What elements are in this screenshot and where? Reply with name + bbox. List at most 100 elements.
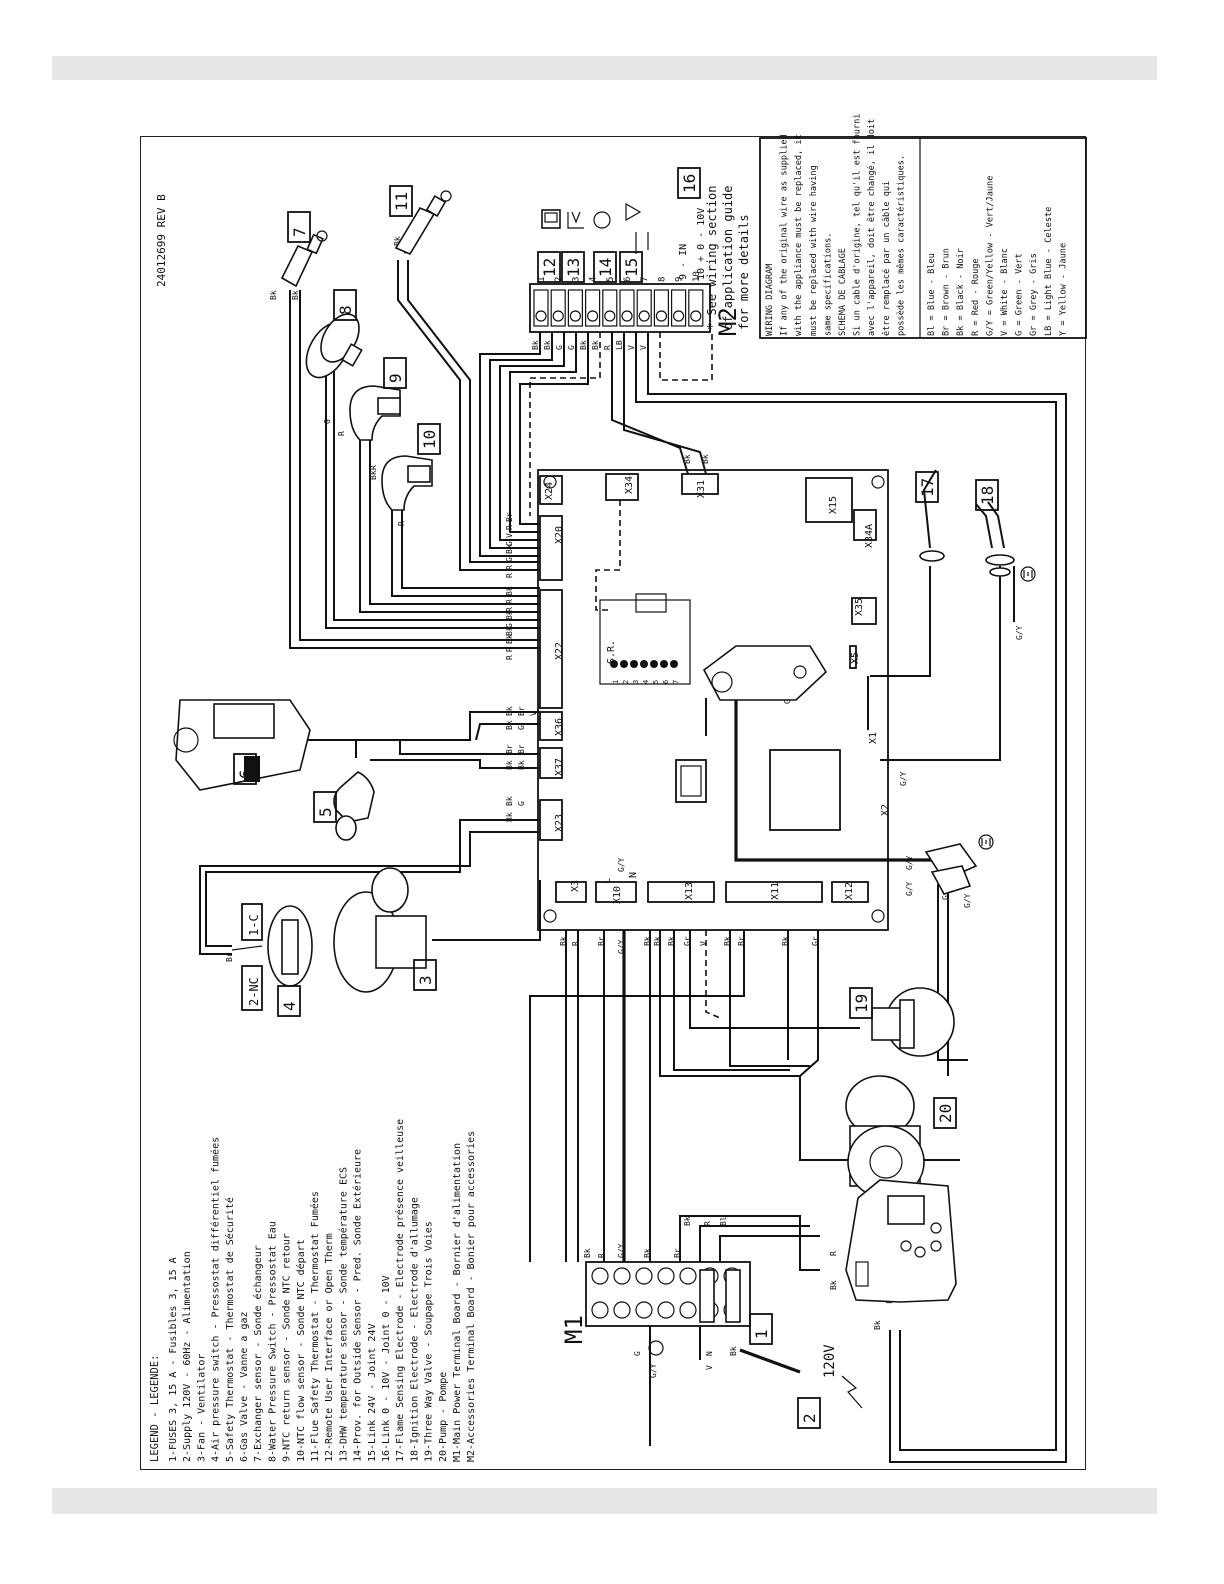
wire-label: G	[505, 623, 514, 628]
wire-label: Br	[505, 744, 514, 754]
legend-item: 18-Ignition Electrode - Electrode d'allu…	[409, 1197, 420, 1462]
wiring-note-line: Si un cable d'origine, tel qu'il est fou…	[853, 114, 863, 336]
legend-block: LEGEND - LEGENDE: 1-FUSES 3, 15 A - Fusi…	[149, 1119, 477, 1462]
component-number: 1	[752, 1329, 771, 1339]
connector-label: X36	[554, 718, 565, 736]
wire-label: LB	[615, 340, 624, 350]
wire-label: R	[703, 1221, 712, 1226]
see-note-line: for more details	[737, 214, 751, 330]
sr-pin-number: 1	[612, 680, 620, 684]
component-number: 6	[236, 769, 255, 779]
wire-label: Gr	[683, 936, 692, 946]
wire-label: Bk	[781, 936, 790, 946]
wire-label: Bk	[643, 1248, 652, 1258]
connector-label: X12	[844, 882, 855, 900]
top-header-band	[52, 56, 1157, 80]
electrode-housing-icon	[702, 645, 828, 701]
connector-label: X2	[880, 804, 891, 816]
component-number: 16	[680, 174, 699, 193]
connector-label: X23	[554, 814, 565, 832]
m2-pin-number: 9	[675, 277, 685, 282]
wiring-note-line: avec l'appareil, doit être changé, il do…	[866, 119, 877, 336]
m2-pin-number: 3	[571, 277, 581, 282]
wire-label: Bk	[269, 290, 278, 300]
flue-thermostat-icon	[394, 190, 452, 256]
wire-label: R	[505, 565, 514, 570]
connector-label: X35	[854, 598, 865, 616]
wire-label: Bk	[667, 936, 676, 946]
see-note-line: of application guide	[721, 186, 735, 331]
component-number: 17	[918, 478, 937, 497]
component-number: 19	[852, 994, 871, 1013]
component-number: 14	[596, 258, 615, 277]
component-number: 9	[386, 373, 405, 383]
m2-pin-number: 8	[657, 277, 667, 282]
color-code-item: R = Red - Rouge	[971, 258, 981, 336]
wire-label: Bk	[873, 1320, 882, 1330]
component-number: 18	[978, 486, 997, 505]
doc-code: 24012699 REV B	[155, 194, 168, 287]
component-number: 13	[564, 258, 583, 277]
wire-label: Bk	[531, 340, 540, 350]
m2-pin-number: 7	[640, 277, 650, 282]
wire-label: G/Y	[617, 857, 626, 872]
component-number: 3	[416, 975, 435, 985]
ground-terminal-block	[924, 843, 978, 895]
sr-pin-number: 6	[662, 680, 670, 684]
remote-interface-icon	[541, 209, 561, 229]
ignition-electrode-icon	[975, 501, 1015, 577]
wire-label: Bk	[505, 720, 514, 730]
gas-valve-icon	[173, 699, 311, 791]
legend-item: 15-Link 24V - Joint 24V	[367, 1324, 378, 1462]
flame-sensing-electrode-icon	[919, 469, 945, 562]
wire-label: Bk	[723, 936, 732, 946]
legend-item: 6-Gas Valve - Vanne a gaz	[239, 1311, 250, 1462]
color-code-item: Bk = Black - Noir	[956, 248, 966, 336]
wire-label: G/Y	[905, 855, 914, 870]
wiring-note-line: être remplacé par un câble qui	[881, 181, 892, 336]
wire-label: Bk	[643, 936, 652, 946]
wire-label: Bk	[653, 936, 662, 946]
wire-label: Bk	[505, 626, 514, 636]
m2-pin-number: 6	[623, 277, 633, 282]
wire-label: Bk	[291, 290, 300, 300]
component-number: 15	[622, 258, 641, 277]
wire-label: G	[505, 557, 514, 562]
wire-label: G/Y	[963, 893, 972, 908]
legend-item: 5-Safety Thermostat - Thermostat de Sécu…	[224, 1197, 236, 1462]
see-note-line: * See wiring section	[705, 186, 719, 331]
connector-label: L	[602, 878, 613, 884]
component-number: 2	[800, 1413, 819, 1423]
m2-io-label-010: 10 + 0 - 10V	[696, 208, 707, 280]
wire-label: Br	[517, 744, 526, 754]
wire-label: Bk	[683, 1216, 692, 1226]
switch-label-2nc: 2-NC	[247, 977, 261, 1006]
wiring-note-line: possède les mêmes caractéristiques.	[895, 155, 906, 336]
component-number: 8	[336, 305, 355, 315]
legend-item: 4-Air pressure switch - Pressostat diffé…	[210, 1137, 222, 1462]
legend-item: 1-FUSES 3, 15 A - Fusibles 3, 15 A	[168, 1257, 179, 1462]
wire-label: Bk	[505, 706, 514, 716]
color-code-item: G = Green - Vert	[1015, 253, 1025, 336]
water-pressure-switch-icon	[305, 313, 363, 379]
wire-label: R	[505, 647, 514, 652]
wire-label: G	[505, 541, 514, 546]
wire-label: R	[397, 521, 406, 526]
connector-label: X1	[868, 732, 879, 744]
component-number: 5	[316, 807, 335, 817]
wiring-note-line: If any of the original wire as supplied	[780, 134, 790, 336]
bottom-footer-band	[52, 1488, 1157, 1514]
m2-io-label-in: 9 - IN	[678, 244, 689, 280]
connector-label: X3	[570, 880, 581, 892]
connector-label: X34A	[864, 524, 875, 548]
wire-label: R	[505, 655, 514, 660]
dhw-sensor-icon	[567, 211, 584, 229]
m1-terminal-board: M1	[560, 1261, 751, 1344]
wire-label: Bk	[583, 1248, 592, 1258]
connector-label: X24	[544, 482, 555, 500]
